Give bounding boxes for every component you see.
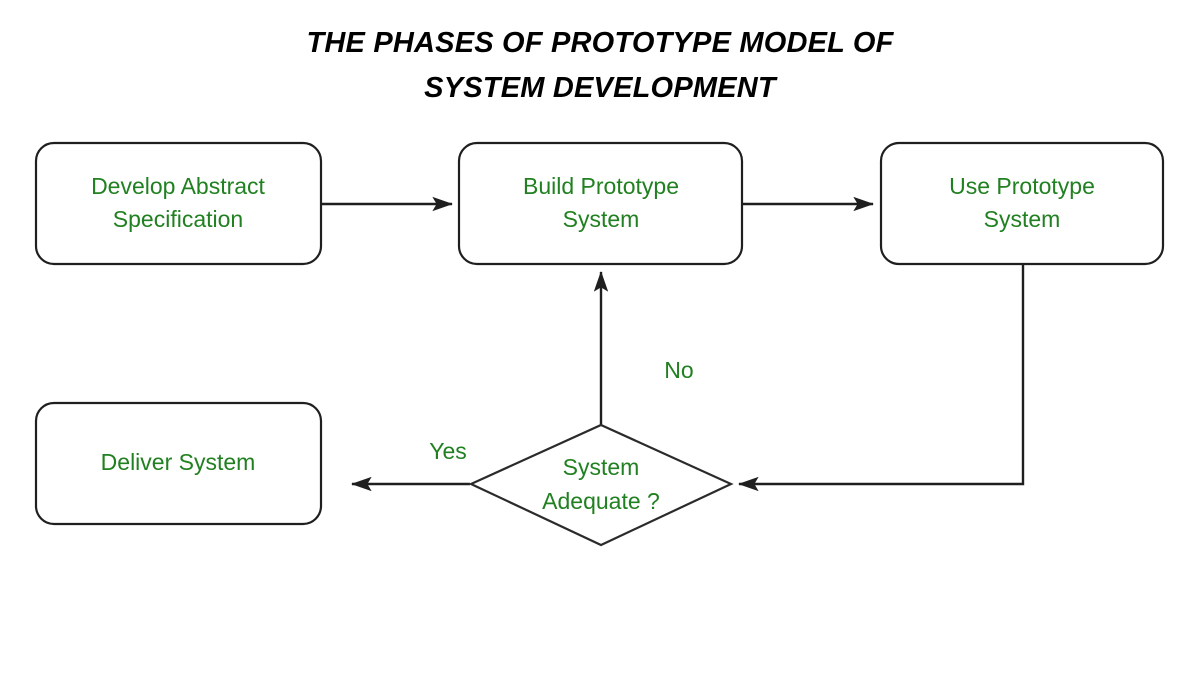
node-develop-abstract-specification-line-2: Specification — [113, 206, 243, 232]
node-build-prototype-system[interactable]: Build Prototype System — [457, 141, 744, 266]
node-system-adequate-line-1: System — [563, 454, 640, 480]
node-deliver-system-shape[interactable] — [34, 401, 323, 526]
node-develop-abstract-specification[interactable]: Develop Abstract Specification — [34, 141, 323, 266]
node-system-adequate-shape[interactable] — [468, 423, 734, 547]
title-line-1: THE PHASES OF PROTOTYPE MODEL OF — [306, 27, 894, 59]
edge-decision-to-deliver: Yes — [351, 438, 470, 492]
diagram-title: THE PHASES OF PROTOTYPE MODEL OF SYSTEM … — [306, 27, 894, 104]
node-use-prototype-system-line-1: Use Prototype — [949, 173, 1095, 199]
node-use-prototype-system[interactable]: Use Prototype System — [879, 141, 1165, 266]
node-build-prototype-system-line-2: System — [563, 206, 640, 232]
node-use-prototype-system-shape[interactable] — [879, 141, 1165, 266]
node-system-adequate-decision[interactable]: System Adequate ? — [468, 423, 734, 547]
node-build-prototype-system-shape[interactable] — [457, 141, 744, 266]
node-build-prototype-system-line-1: Build Prototype — [523, 173, 679, 199]
edge-use-to-decision-line — [738, 264, 1025, 492]
title-line-2: SYSTEM DEVELOPMENT — [424, 72, 778, 104]
node-system-adequate-line-2: Adequate ? — [542, 488, 660, 514]
node-deliver-system-line-1: Deliver System — [101, 449, 256, 475]
edge-use-to-decision — [738, 264, 1025, 492]
edge-label-no: No — [664, 357, 693, 383]
node-develop-abstract-specification-line-1: Develop Abstract — [91, 173, 265, 199]
edge-label-yes: Yes — [429, 438, 467, 464]
node-develop-abstract-specification-shape[interactable] — [34, 141, 323, 266]
node-deliver-system[interactable]: Deliver System — [34, 401, 323, 526]
node-use-prototype-system-line-2: System — [984, 206, 1061, 232]
